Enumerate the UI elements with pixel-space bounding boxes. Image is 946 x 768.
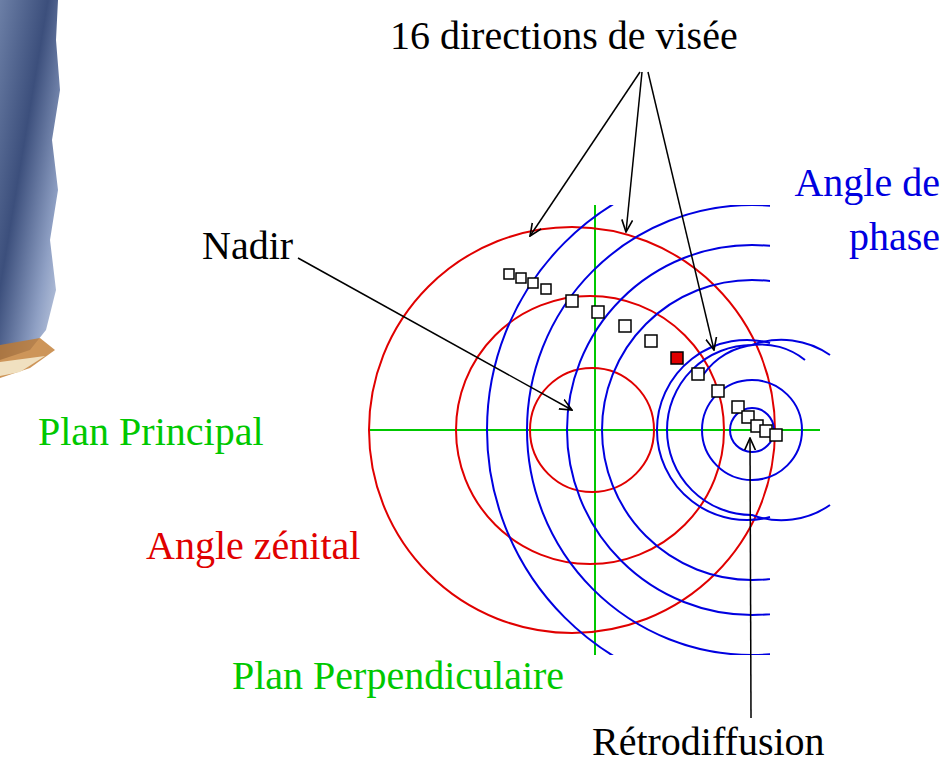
zenith-circles [369,227,775,633]
perpendicular-plane-line [594,205,596,655]
nadir-label: Nadir [202,222,293,270]
photo-fragment [0,0,60,360]
photo-fragment [0,356,45,376]
principal-plane-label: Plan Principal [38,408,264,456]
perpendicular-plane-label: Plan Perpendiculaire [232,652,564,700]
leader-arrows [298,72,751,718]
backscatter-label: Rétrodiffusion [592,718,825,766]
zenith-angle-label: Angle zénital [146,522,360,570]
figure-heading: 16 directions de visée [390,12,738,60]
photo-fragment [0,338,55,378]
viewing-direction-squares [504,269,782,441]
phase-angle-label: Angle de phase [728,156,940,264]
